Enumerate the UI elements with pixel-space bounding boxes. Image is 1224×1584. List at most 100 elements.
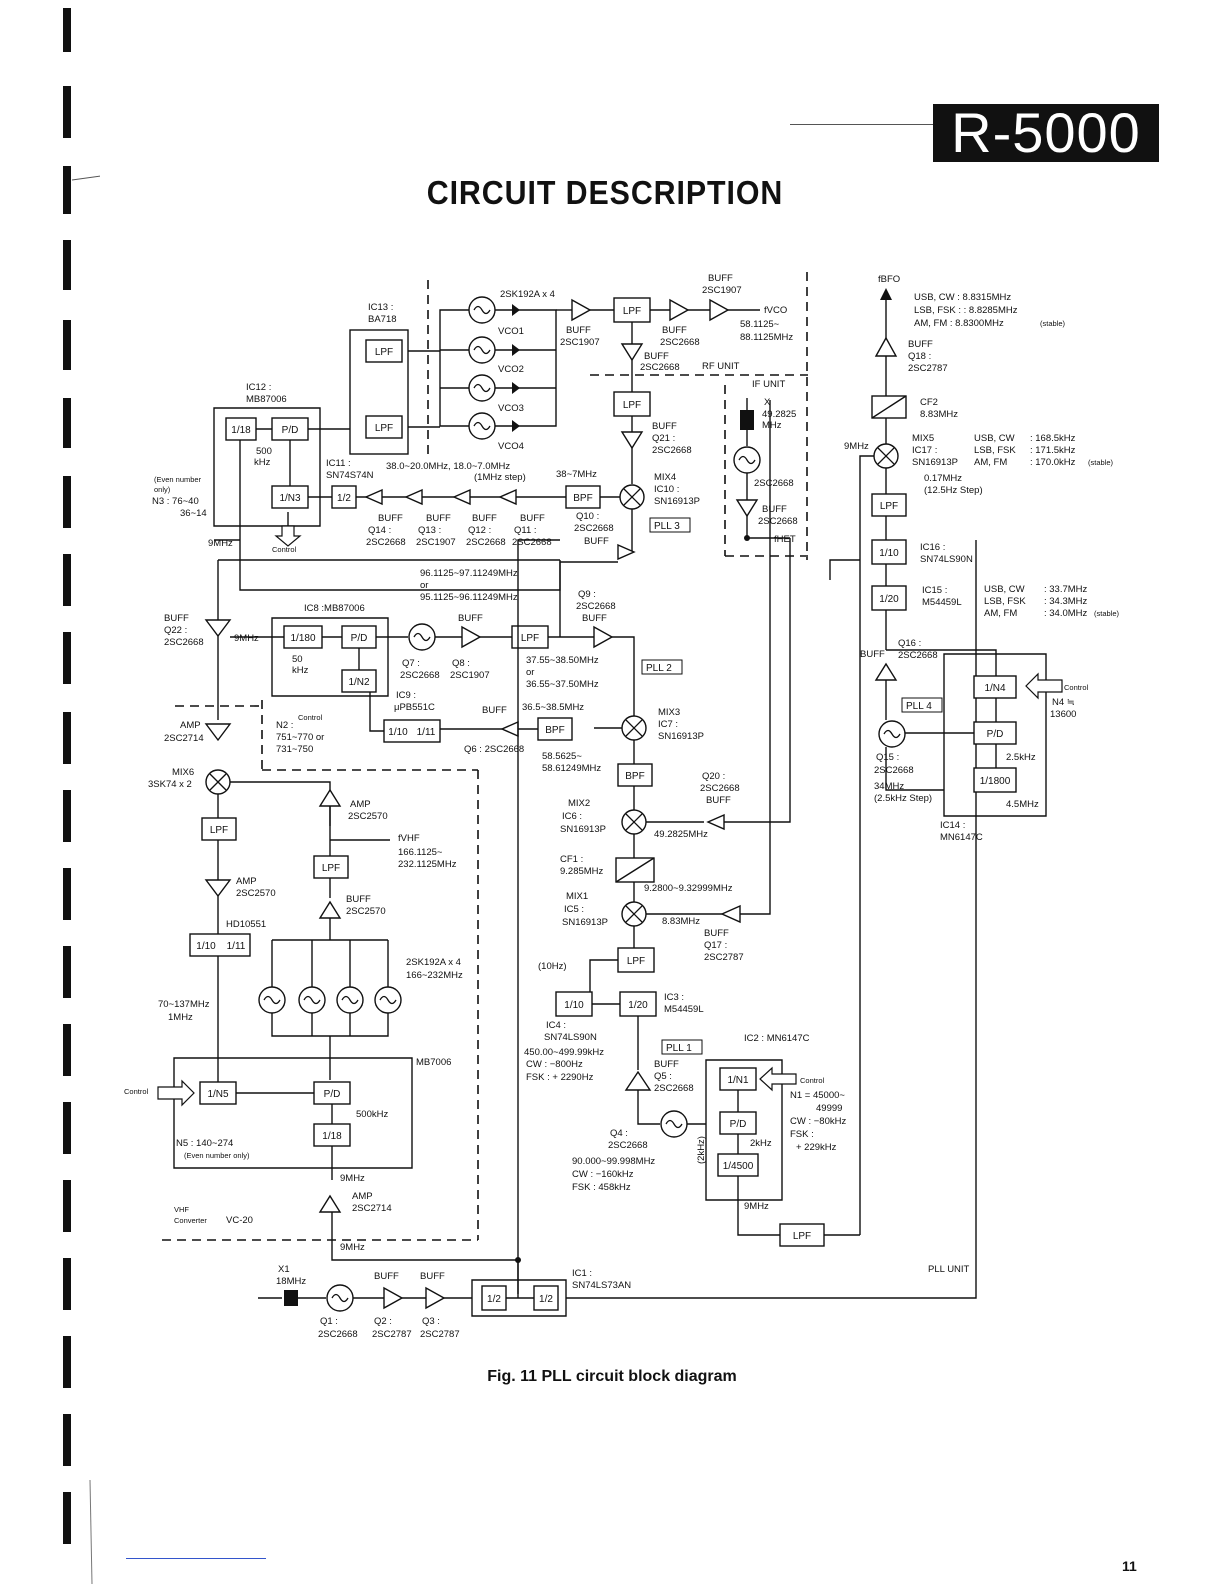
label: MIX3	[658, 707, 680, 718]
label: 2SC2668	[574, 523, 614, 534]
label: 8.83MHz	[662, 916, 700, 927]
label: MIX5	[912, 433, 934, 444]
block-ic11-div2: 1/2	[337, 493, 351, 504]
label: 1MHz	[168, 1012, 193, 1023]
label: BUFF	[584, 536, 609, 547]
label: Control	[298, 713, 323, 722]
block-bpf-top: BPF	[573, 493, 592, 504]
label: 49999	[816, 1103, 842, 1114]
if-unit	[733, 398, 790, 541]
label: RF UNIT	[702, 361, 740, 372]
label: (stable)	[1040, 319, 1066, 328]
label: BUFF	[708, 273, 733, 284]
label: 2kHz	[750, 1138, 772, 1149]
block-ic2-n1: 1/N1	[727, 1075, 749, 1086]
label: IC17 :	[912, 445, 937, 456]
label: Q12 :	[468, 525, 491, 536]
label: IC6 :	[562, 811, 582, 822]
label: BUFF	[374, 1271, 399, 1282]
label: 0.17MHz	[924, 473, 962, 484]
label: 58.1125~	[740, 319, 780, 330]
label: AM, FM : 8.8300MHz	[914, 318, 1004, 329]
label: IC8 :MB87006	[304, 603, 365, 614]
page-number: 11	[1122, 1558, 1137, 1574]
block-ic12-div18: 1/18	[231, 425, 251, 436]
label: μPB551C	[394, 702, 435, 713]
label: AMP	[350, 799, 371, 810]
label: 166~232MHz	[406, 970, 463, 981]
label: 9MHz	[744, 1201, 769, 1212]
label: Q17 :	[704, 940, 727, 951]
label: N4 ≒	[1052, 697, 1075, 708]
label: CW : −80kHz	[790, 1116, 846, 1127]
label: 2SC2787	[420, 1329, 460, 1340]
label: Q20 :	[702, 771, 725, 782]
annotations: fBFO USB, CW : 8.8315MHz LSB, FSK : : 8.…	[124, 273, 1120, 1340]
label: 232.1125MHz	[398, 859, 457, 870]
label: Q16 :	[898, 638, 921, 649]
label: LSB, FSK	[984, 596, 1026, 607]
label: (stable)	[1088, 458, 1114, 467]
label: 38.0~20.0MHz, 18.0~7.0MHz	[386, 461, 510, 472]
label: MN6147C	[940, 832, 983, 843]
label: 50	[292, 654, 303, 665]
label: 2SC2668	[758, 516, 798, 527]
label: N1 = 45000~	[790, 1090, 845, 1101]
label: Q9 :	[578, 589, 596, 600]
label: Control	[124, 1087, 149, 1096]
label: 2SC2668	[400, 670, 440, 681]
pll2-loop	[204, 559, 653, 810]
label: 2SC2668	[640, 362, 680, 373]
label: N3 : 76~40	[152, 496, 199, 507]
label: : 34.3MHz	[1044, 596, 1088, 607]
label: MB7006	[416, 1057, 451, 1068]
label: 34MHz	[874, 781, 904, 792]
label: 9.285MHz	[560, 866, 604, 877]
label: BUFF	[644, 351, 669, 362]
tag-pll1: PLL 1	[666, 1043, 692, 1054]
label: LSB, FSK : : 8.8285MHz	[914, 305, 1018, 316]
label: 2SC2668	[466, 537, 506, 548]
label: 36.5~38.5MHz	[522, 702, 584, 713]
block-ic1-div2a: 1/2	[487, 1294, 501, 1305]
label: BUFF	[762, 504, 787, 515]
label: AMP	[180, 720, 201, 731]
label: BUFF	[860, 649, 885, 660]
label: fHET	[774, 534, 796, 545]
label: BUFF	[482, 705, 507, 716]
label: 36.55~37.50MHz	[526, 679, 599, 690]
label: Q13 :	[418, 525, 441, 536]
label: : 170.0kHz	[1030, 457, 1076, 468]
label: 2SC1907	[450, 670, 490, 681]
label: kHz	[292, 665, 309, 676]
label: Converter	[174, 1216, 207, 1225]
block-ic8-n2: 1/N2	[348, 677, 370, 688]
label: BUFF	[908, 339, 933, 350]
label: 8.83MHz	[920, 409, 958, 420]
label: X1	[278, 1264, 290, 1275]
label: 58.5625~	[542, 751, 582, 762]
label: VCO1	[498, 326, 524, 337]
label: BUFF	[472, 513, 497, 524]
label: IC16 :	[920, 542, 945, 553]
label: 18MHz	[276, 1276, 306, 1287]
header-rule	[790, 124, 933, 125]
label: or	[420, 580, 428, 591]
label: IC10 :	[654, 484, 679, 495]
label: SN16913P	[654, 496, 700, 507]
block-mb-div18: 1/18	[322, 1131, 342, 1142]
label: MIX6	[172, 767, 194, 778]
label: USB, CW	[984, 584, 1025, 595]
label: IC11 :	[326, 458, 351, 469]
label: IC14 :	[940, 820, 965, 831]
label: 2SC2714	[352, 1203, 392, 1214]
label: 2SC2668	[660, 337, 700, 348]
label: (2kHz)	[696, 1136, 707, 1164]
label: USB, CW : 8.8315MHz	[914, 292, 1011, 303]
label: 2SC2668	[164, 637, 204, 648]
label: FSK : + 2290Hz	[526, 1072, 594, 1083]
label: 2SC1907	[416, 537, 456, 548]
block-ic1-div2b: 1/2	[539, 1294, 553, 1305]
footer-rule	[126, 1558, 266, 1559]
